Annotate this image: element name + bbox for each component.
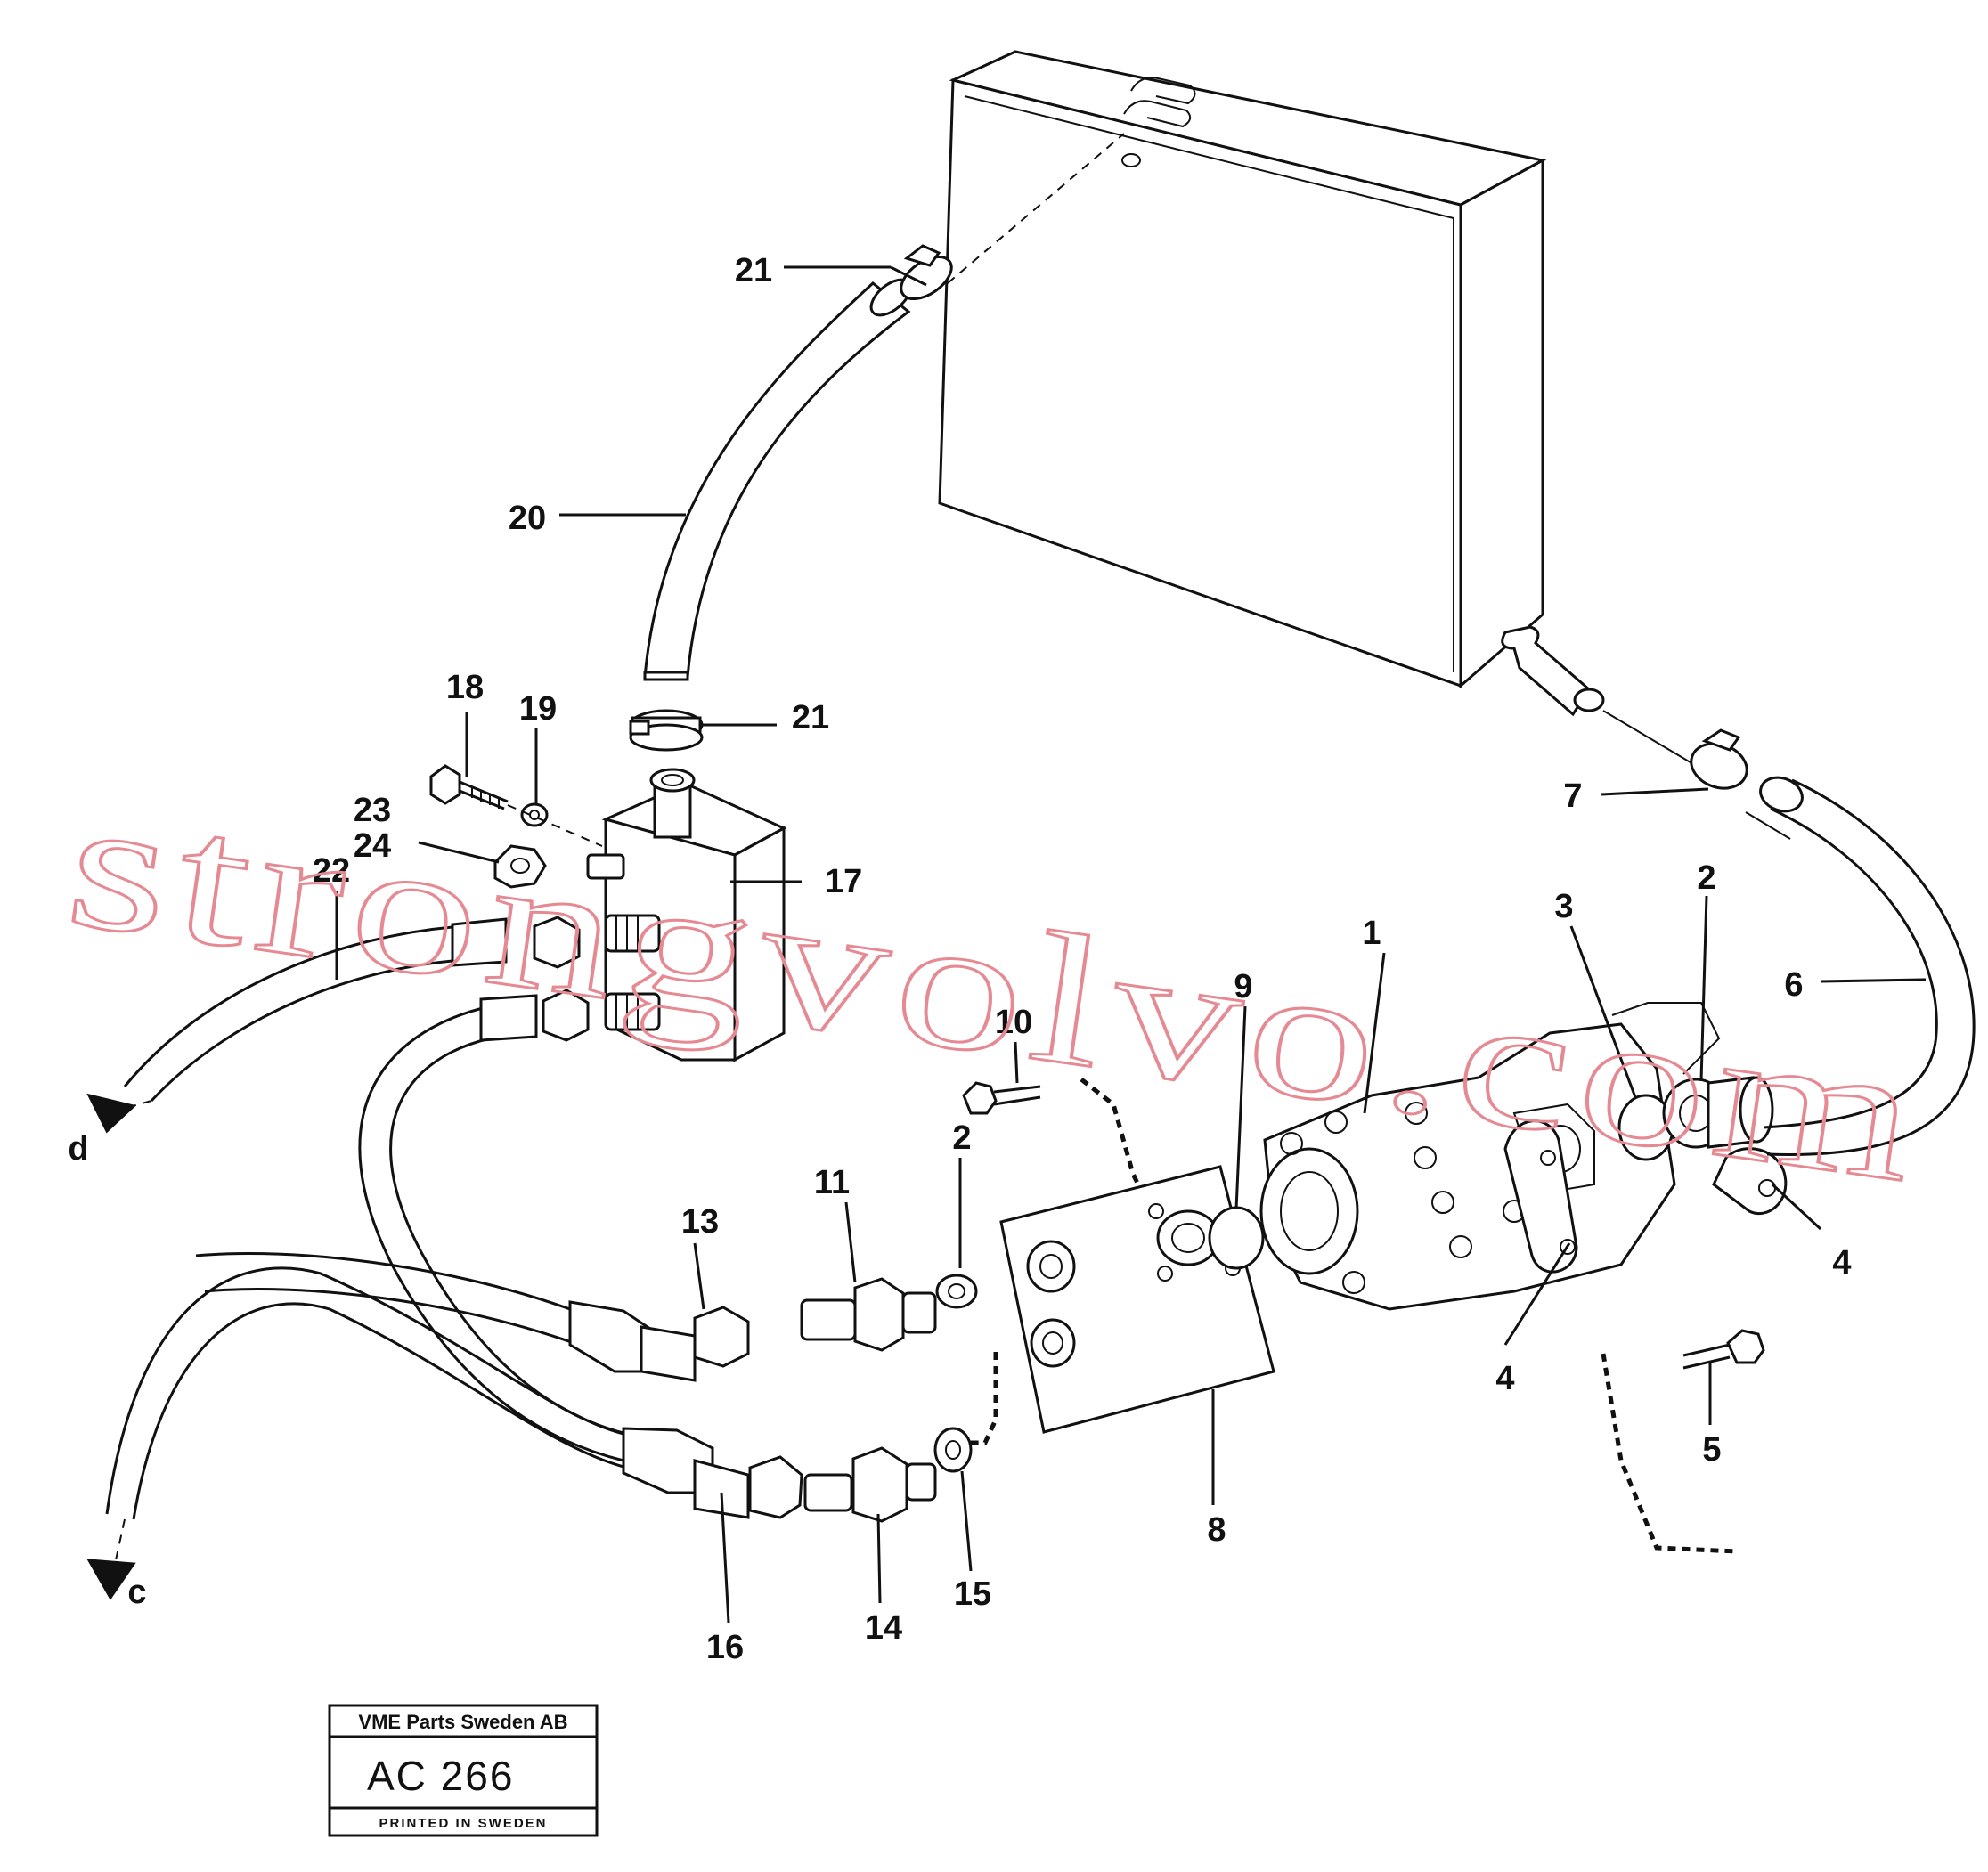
callout-labels: 1 2 2 3 4 4 5 6 7 8 9 10 11 13 14 15 16 …	[68, 252, 1851, 1666]
bolt-and-washer	[429, 764, 625, 889]
callout-5: 5	[1702, 1431, 1721, 1469]
callout-7: 7	[1563, 777, 1582, 815]
callout-18: 18	[446, 669, 484, 706]
callout-8: 8	[1207, 1511, 1226, 1549]
callout-2-upper: 2	[1697, 859, 1715, 897]
callout-3: 3	[1554, 888, 1573, 925]
callout-16: 16	[706, 1629, 744, 1666]
callout-23: 23	[354, 792, 391, 829]
stamp-company: VME Parts Sweden AB	[358, 1711, 567, 1733]
o-ring	[1208, 1206, 1265, 1270]
connectors	[800, 1081, 1765, 1523]
callout-20: 20	[509, 500, 546, 537]
pump	[1259, 1002, 1721, 1311]
hose-from-block-lower-port	[358, 989, 635, 1462]
callout-17: 17	[825, 863, 862, 900]
publisher-stamp: VME Parts Sweden AB AC 266 PRINTED IN SW…	[328, 1704, 599, 1837]
hose-16	[86, 1266, 803, 1600]
callout-19: 19	[519, 690, 557, 728]
hose-13	[195, 1252, 750, 1382]
callout-leaders	[335, 265, 1927, 1624]
hose-to-d	[86, 916, 581, 1134]
hydraulic-tank	[938, 50, 1605, 717]
callout-13: 13	[681, 1203, 719, 1241]
callout-4-lower: 4	[1495, 1360, 1514, 1397]
callout-15: 15	[954, 1575, 991, 1613]
watermark: strongvolvo.com	[57, 758, 1938, 1223]
callout-1: 1	[1362, 915, 1381, 952]
callout-22: 22	[313, 852, 350, 890]
connection-c-label: c	[127, 1574, 146, 1611]
stamp-code: AC 266	[367, 1753, 514, 1799]
adapter-plate	[999, 1165, 1275, 1434]
suction-hose	[1690, 728, 1976, 1156]
callout-9: 9	[1234, 968, 1252, 1005]
callout-4-right: 4	[1832, 1244, 1851, 1282]
return-hose	[629, 244, 953, 752]
callout-6: 6	[1784, 966, 1803, 1004]
callout-24: 24	[354, 827, 391, 865]
valve-block	[601, 768, 787, 1062]
callout-10: 10	[995, 1004, 1032, 1041]
connection-d-label: d	[68, 1130, 88, 1168]
callout-2-lower: 2	[952, 1119, 971, 1157]
stamp-footer: PRINTED IN SWEDEN	[379, 1816, 547, 1831]
callout-21-upper: 21	[735, 252, 772, 289]
callout-21-lower: 21	[792, 699, 829, 737]
suction-connection	[1617, 1076, 1788, 1216]
callout-14: 14	[865, 1609, 902, 1647]
callout-11: 11	[814, 1164, 850, 1201]
